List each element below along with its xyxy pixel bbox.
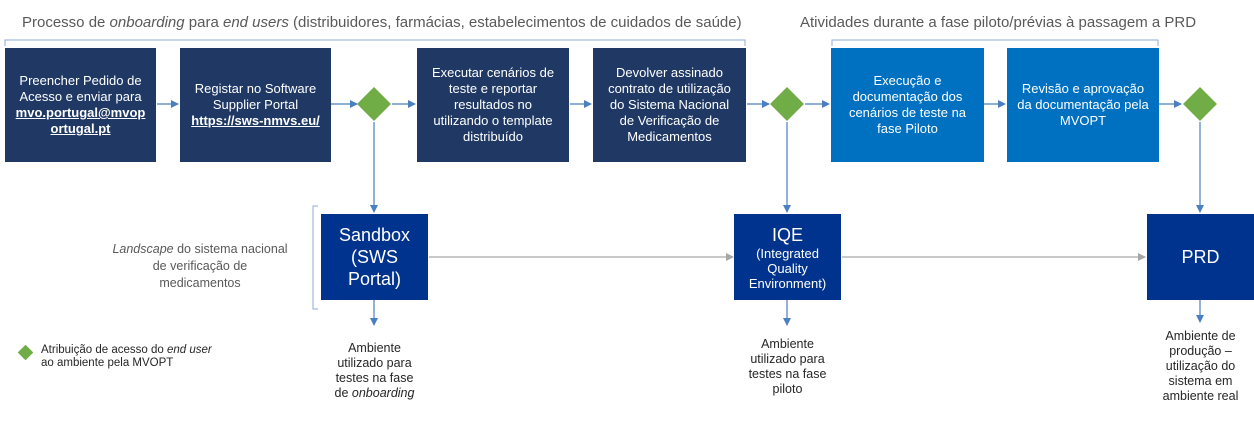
caption-line: testes na fase xyxy=(335,371,414,385)
env-text-line: Quality xyxy=(767,260,808,276)
landscape-bracket xyxy=(312,205,318,310)
step-text-line: distribuído xyxy=(463,129,523,144)
legend-line: Atribuição de acesso do end user xyxy=(41,344,212,356)
step-pilot-execution: Execução e documentação dos cenários de … xyxy=(831,48,984,162)
legend-line: ao ambiente pela MVOPT xyxy=(41,357,174,369)
caption-line: ambiente real xyxy=(1162,389,1239,403)
caption-line: Ambiente xyxy=(761,337,814,351)
env-title: PRD xyxy=(1181,247,1220,267)
step-text-line: Revisão e aprovação xyxy=(1021,81,1145,96)
step-text-line: Acesso e enviar para xyxy=(19,89,142,104)
step-text-line: Registar no Software xyxy=(194,81,317,96)
step-text-line: Execução e xyxy=(873,73,942,88)
step-text-line: Supplier Portal xyxy=(212,97,299,112)
step-text-line: fase Piloto xyxy=(877,121,938,136)
environment-iqe: IQE (Integrated Quality Environment) xyxy=(734,214,841,300)
step-text-line: resultados no xyxy=(453,97,533,112)
step-return-contract: Devolver assinado contrato de utilização… xyxy=(593,48,746,162)
sws-link[interactable]: https://sws-nmvs.eu/ xyxy=(191,113,320,128)
step-text-line: documentação dos xyxy=(852,89,963,104)
legend-text: Atribuição de acesso do end user ao ambi… xyxy=(41,344,212,370)
email-link-cont[interactable]: ortugal.pt xyxy=(50,121,111,136)
step-fill-access-request: Preencher Pedido de Acesso e enviar para… xyxy=(5,48,156,162)
step-text-line: Preencher Pedido de xyxy=(19,73,142,88)
caption-line: testes na fase xyxy=(748,367,827,381)
env-text-line: Environment) xyxy=(748,275,827,291)
caption-line: utilizado para xyxy=(750,352,825,366)
step-text-line: utilizando o template xyxy=(433,113,553,128)
landscape-line: Landscape do sistema nacional xyxy=(112,242,288,256)
landscape-line: medicamentos xyxy=(159,276,241,290)
env-text-line: Sandbox xyxy=(338,225,411,245)
caption-line: utilização do xyxy=(1165,359,1236,373)
environment-sandbox: Sandbox (SWS Portal) xyxy=(321,214,428,300)
onboarding-bracket xyxy=(4,39,746,46)
caption-iqe: Ambiente utilizado para testes na fase p… xyxy=(735,337,840,397)
env-text-line: Portal) xyxy=(347,269,401,289)
caption-line: piloto xyxy=(772,382,803,396)
caption-line: sistema em xyxy=(1168,374,1233,388)
caption-line: produção – xyxy=(1169,344,1232,358)
step-text-line: Executar cenários de xyxy=(431,65,555,80)
caption-line: Ambiente xyxy=(348,341,401,355)
email-link[interactable]: mvo.portugal@mvop xyxy=(15,105,146,120)
step-text-line: Medicamentos xyxy=(627,129,712,144)
landscape-line: de verificação de xyxy=(152,259,248,273)
pilot-header: Atividades durante a fase piloto/prévias… xyxy=(800,14,1197,31)
env-title: IQE xyxy=(771,224,803,245)
step-text-line: MVOPT xyxy=(1059,113,1107,128)
landscape-label: Landscape do sistema nacional de verific… xyxy=(100,241,300,292)
caption-sandbox: Ambiente utilizado para testes na fase d… xyxy=(322,341,427,401)
step-text-line: contrato de utilização xyxy=(608,81,731,96)
step-text-line: da documentação pela xyxy=(1017,97,1149,112)
env-text-line: (Integrated xyxy=(756,245,819,261)
caption-line: utilizado para xyxy=(337,356,412,370)
step-text-line: de Verificação de xyxy=(619,113,720,128)
caption-line: de onboarding xyxy=(334,386,415,400)
step-text-line: cenários de teste na xyxy=(848,105,967,120)
caption-line: Ambiente de xyxy=(1165,329,1236,343)
onboarding-header: Processo de onboarding para end users (d… xyxy=(22,14,742,31)
caption-prd: Ambiente de produção – utilização do sis… xyxy=(1148,329,1253,404)
pilot-bracket xyxy=(831,39,1159,46)
step-register-sws: Registar no Software Supplier Portal htt… xyxy=(180,48,331,162)
step-text-line: Devolver assinado xyxy=(616,65,723,80)
step-execute-test-scenarios: Executar cenários de teste e reportar re… xyxy=(417,48,569,162)
step-text-line: do Sistema Nacional xyxy=(609,97,730,112)
env-text-line: (SWS xyxy=(351,247,398,267)
environment-prd: PRD xyxy=(1147,214,1254,300)
step-text-line: teste e reportar xyxy=(448,81,538,96)
step-review-approval: Revisão e aprovação da documentação pela… xyxy=(1007,48,1159,162)
